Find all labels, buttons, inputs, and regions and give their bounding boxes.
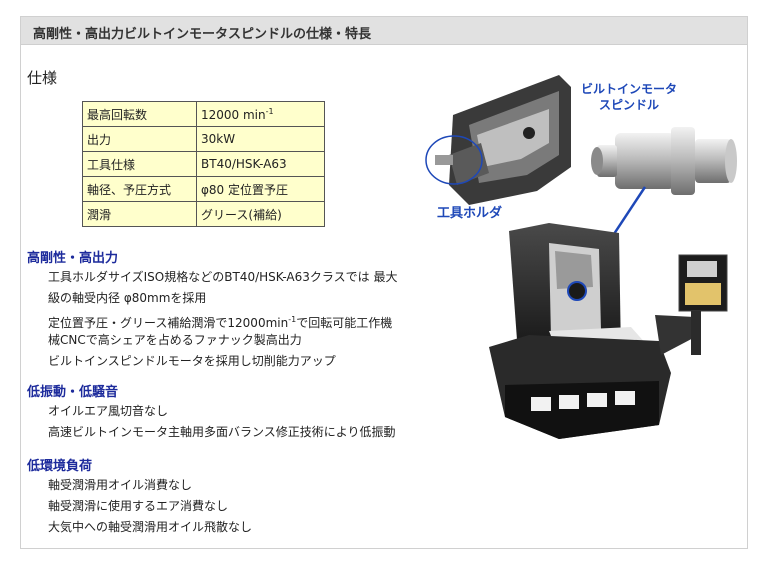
spec-value: グリース(補給)	[196, 201, 325, 227]
feature-line: 定位置予圧・グリース補給潤滑で12000min-1で回転可能工作機	[27, 309, 398, 330]
feature-line: 軸受潤滑用オイル消費なし	[48, 478, 193, 492]
feature-section-low-vibration: 低振動・低騒音 オイルエア風切音なし 高速ビルトインモータ主軸用多面バランス修正…	[27, 381, 396, 443]
spec-key: 工具仕様	[82, 151, 197, 177]
feature-title: 低環境負荷	[27, 459, 93, 474]
spindle-label-line1: ビルトインモータ	[581, 81, 677, 96]
feature-section-low-environmental-load: 低環境負荷 軸受潤滑用オイル消費なし 軸受潤滑に使用するエア消費なし 大気中への…	[27, 455, 252, 538]
feature-section-rigidity: 高剛性・高出力 工具ホルダサイズISO規格などのBT40/HSK-A63クラスで…	[27, 247, 398, 372]
spec-value-text: 12000 min	[201, 107, 266, 122]
feature-line: 大気中への軸受潤滑用オイル飛散なし	[48, 520, 253, 534]
feature-line: ビルトインスピンドルモータを採用し切削能力アップ	[48, 354, 336, 368]
table-row: 潤滑 グリース(補給)	[82, 201, 325, 227]
feature-line: 工具ホルダサイズISO規格などのBT40/HSK-A63クラスでは 最大	[48, 270, 398, 284]
spec-key: 出力	[82, 126, 197, 152]
spec-value: 12000 min-1	[196, 101, 325, 127]
spec-title: 仕様	[27, 69, 58, 87]
table-row: 出力 30kW	[82, 126, 325, 152]
feature-title: 高剛性・高出力	[27, 251, 119, 266]
feature-line: 高速ビルトインモータ主軸用多面バランス修正技術により低振動	[48, 425, 396, 439]
machining-center-image	[489, 223, 728, 439]
feature-line-sup: -1	[288, 315, 297, 324]
table-row: 工具仕様 BT40/HSK-A63	[82, 151, 325, 177]
feature-line: 械CNCで高シェアを占めるファナック製高出力	[48, 333, 302, 347]
spindle-label-line2: スピンドル	[599, 98, 659, 112]
page-header: 高剛性・高出力ビルトインモータスピンドルの仕様・特長	[21, 17, 747, 45]
holder-highlight-circle	[425, 135, 483, 185]
spindle-machine-illustration: 工具ホルダ ビルトインモータ スピンドル	[425, 75, 737, 439]
spec-value-sup: -1	[265, 106, 274, 116]
spec-key: 最高回転数	[82, 101, 197, 127]
spec-key: 潤滑	[82, 201, 197, 227]
feature-line: オイルエア風切音なし	[48, 404, 169, 418]
spec-value: 30kW	[196, 126, 325, 152]
spindle-head-image	[435, 75, 571, 205]
table-row: 最高回転数 12000 min-1	[82, 101, 325, 127]
spec-table: 最高回転数 12000 min-1 出力 30kW 工具仕様 BT40/HSK-…	[82, 101, 325, 227]
feature-line: 軸受潤滑に使用するエア消費なし	[48, 499, 229, 513]
feature-line-tail: で回転可能工作機	[296, 316, 393, 330]
built-in-motor-spindle-image	[591, 127, 737, 195]
table-row: 軸径、予圧方式 φ80 定位置予圧	[82, 176, 325, 202]
feature-line-text: 定位置予圧・グリース補給潤滑で12000min	[48, 316, 289, 330]
feature-line: 級の軸受内径 φ80mmを採用	[48, 291, 207, 305]
feature-title: 低振動・低騒音	[27, 385, 119, 400]
holder-label: 工具ホルダ	[437, 205, 502, 221]
content-panel: 高剛性・高出力ビルトインモータスピンドルの仕様・特長 仕様 最高回転数 1200…	[20, 16, 748, 549]
spec-value: φ80 定位置予圧	[196, 176, 325, 202]
spec-value: BT40/HSK-A63	[196, 151, 325, 177]
spec-key: 軸径、予圧方式	[82, 176, 197, 202]
